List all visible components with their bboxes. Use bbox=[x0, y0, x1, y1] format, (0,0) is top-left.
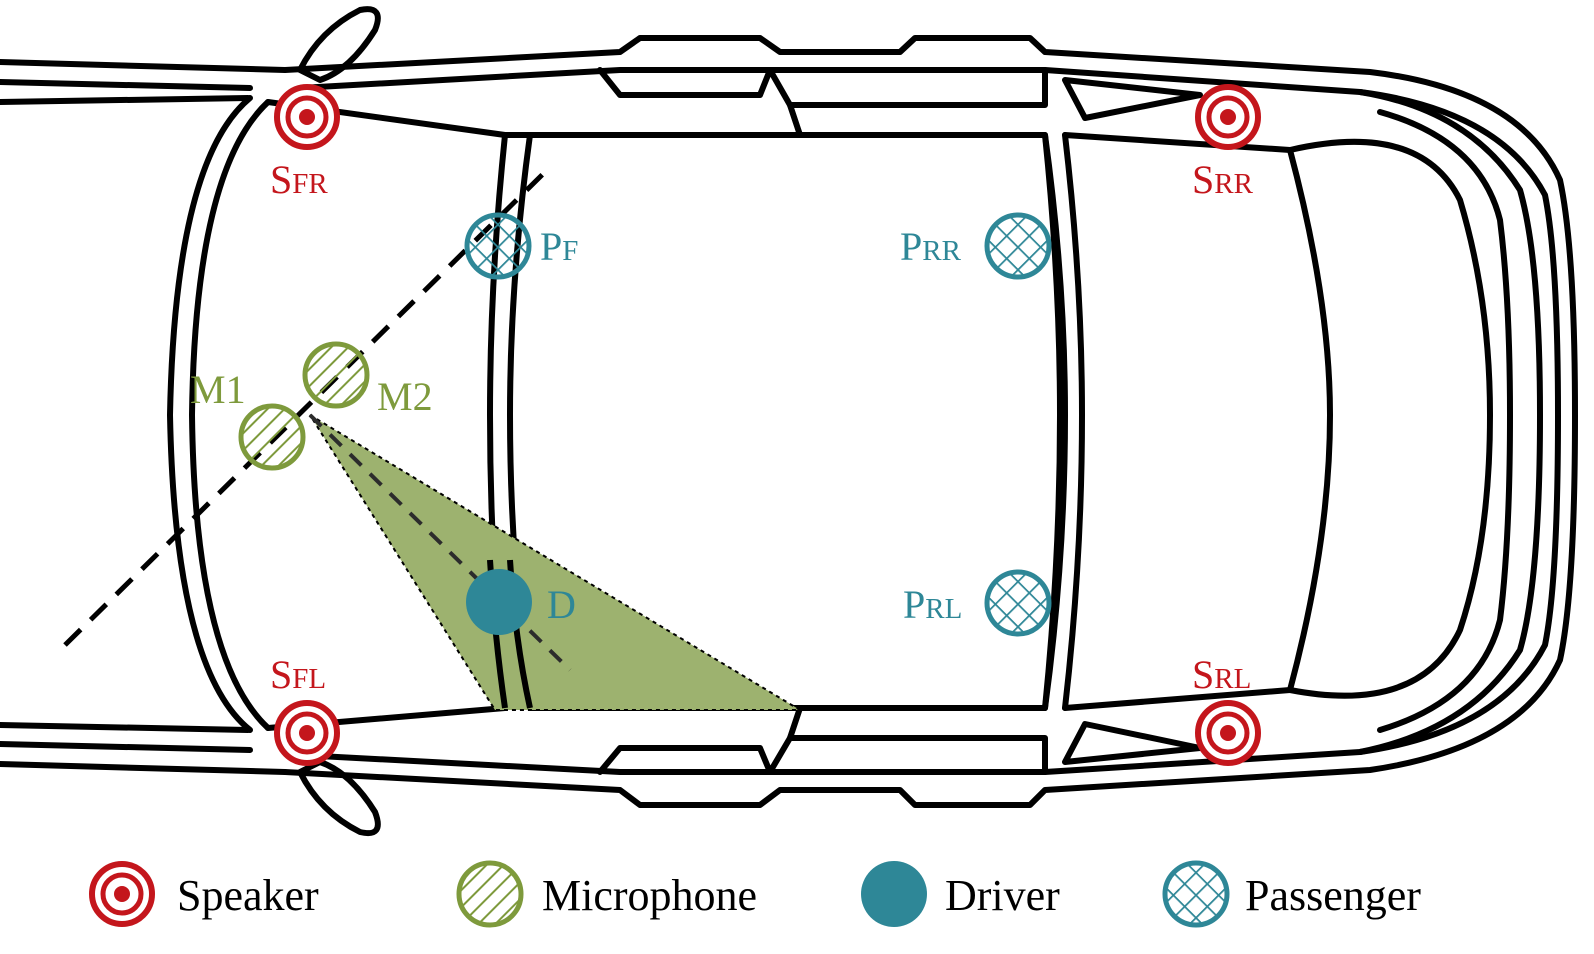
legend-driver-icon bbox=[861, 861, 927, 927]
driver-position bbox=[466, 569, 532, 635]
label-mic1: M1 bbox=[190, 367, 246, 412]
driver-beam-region bbox=[309, 414, 804, 711]
label-passenger-front: PF bbox=[540, 224, 578, 269]
microphone-1 bbox=[238, 403, 306, 471]
legend: Speaker Microphone Driver Passenger bbox=[89, 860, 1421, 928]
speaker-front-left bbox=[274, 700, 340, 766]
speaker-rear-left bbox=[1195, 700, 1261, 766]
label-passenger-rear-left: PRL bbox=[903, 582, 962, 627]
label-mic2: M2 bbox=[377, 374, 433, 419]
microphone-2 bbox=[302, 341, 370, 409]
label-speaker-rear-right: SRR bbox=[1192, 157, 1254, 202]
beam-center-line bbox=[308, 413, 572, 672]
label-driver: D bbox=[547, 582, 576, 627]
legend-microphone-label: Microphone bbox=[542, 871, 757, 920]
speaker-rear-right bbox=[1195, 84, 1261, 150]
legend-driver-label: Driver bbox=[945, 871, 1060, 920]
label-speaker-front-right: SFR bbox=[270, 157, 328, 202]
passenger-rear-left bbox=[984, 569, 1052, 637]
passenger-rear-right bbox=[984, 212, 1052, 280]
legend-passenger-icon bbox=[1162, 860, 1230, 928]
speaker-front-right bbox=[274, 84, 340, 150]
car-outline bbox=[0, 6, 1578, 836]
passenger-front bbox=[464, 212, 532, 280]
label-passenger-rear-right: PRR bbox=[900, 224, 962, 269]
legend-speaker-label: Speaker bbox=[177, 871, 319, 920]
legend-passenger-label: Passenger bbox=[1245, 871, 1421, 920]
legend-speaker-icon bbox=[89, 861, 155, 927]
label-speaker-rear-left: SRL bbox=[1192, 652, 1251, 697]
label-speaker-front-left: SFL bbox=[270, 652, 326, 697]
legend-microphone-icon bbox=[456, 860, 524, 928]
